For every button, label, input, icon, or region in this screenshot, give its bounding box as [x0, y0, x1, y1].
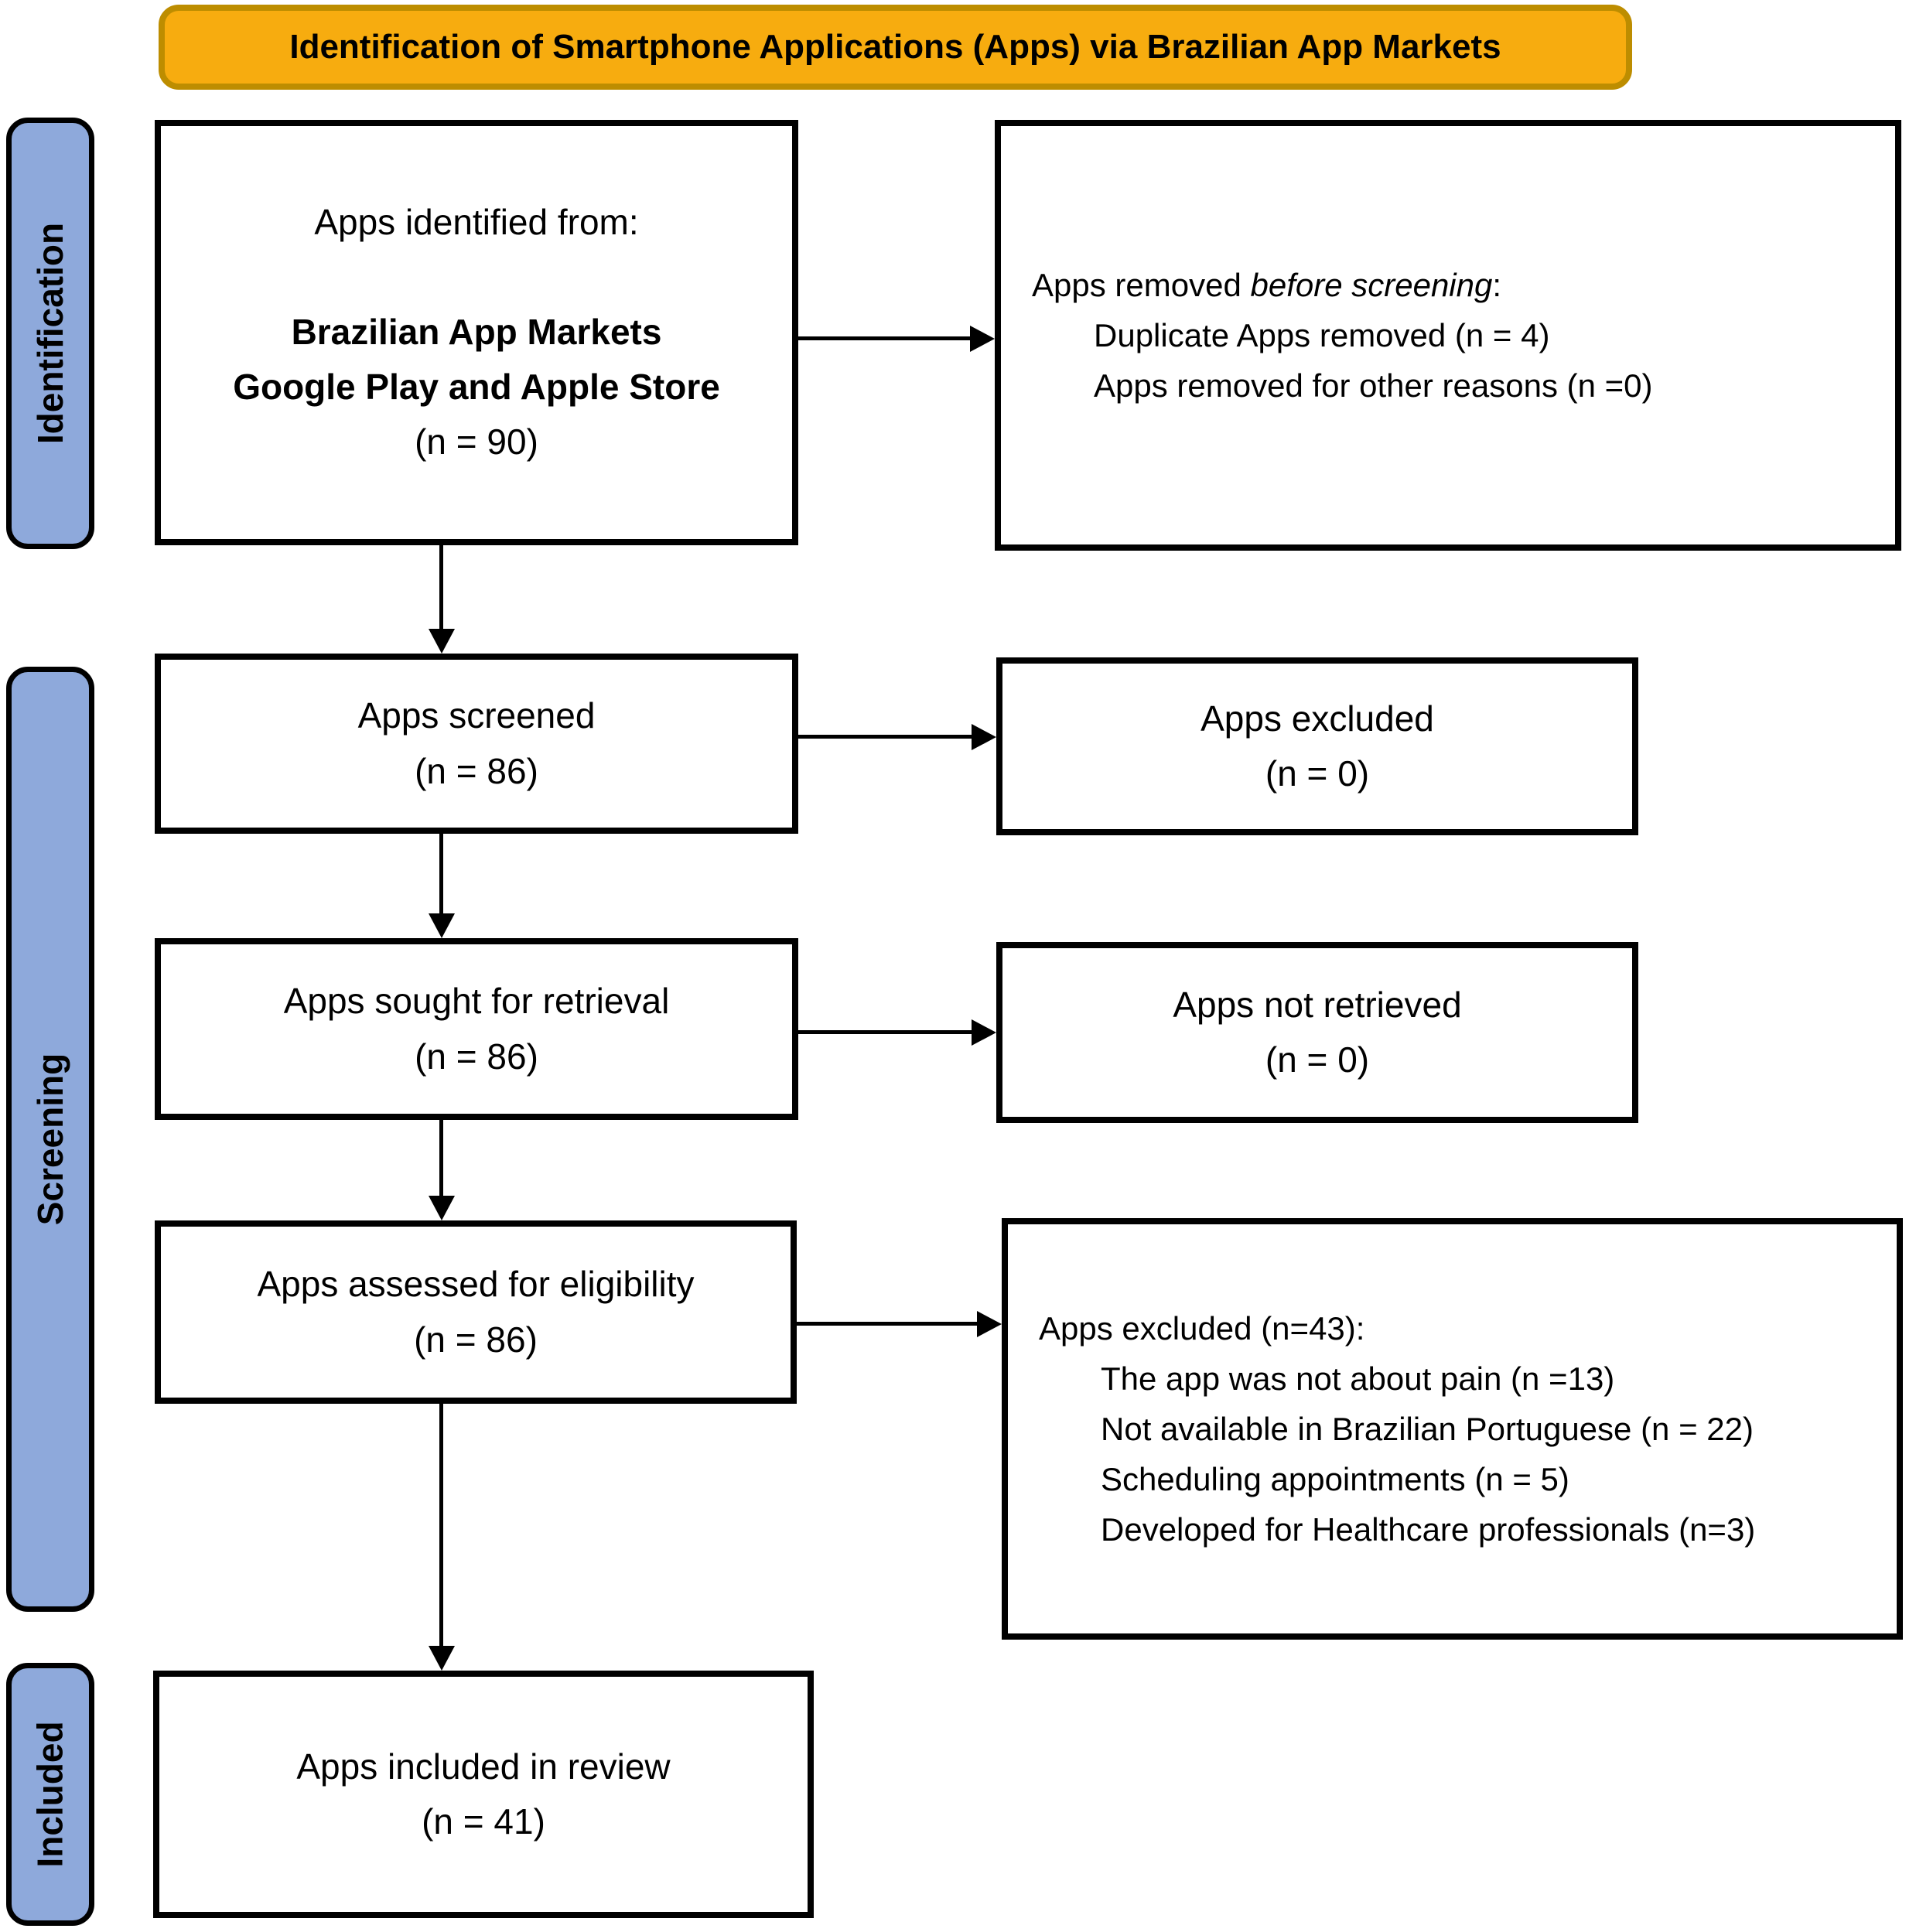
apps-removed-item-other: Apps removed for other reasons (n =0)	[1094, 367, 1653, 404]
arrow-identified-to-screened	[439, 545, 443, 629]
apps-removed-header-suffix: :	[1492, 266, 1502, 303]
stage-label-screening: Screening	[6, 667, 94, 1612]
apps-identified-intro: Apps identified from:	[314, 202, 639, 243]
apps-assessed-count: (n = 86)	[414, 1319, 538, 1360]
title-banner: Identification of Smartphone Application…	[159, 5, 1632, 90]
apps-assessed-label: Apps assessed for eligibility	[257, 1264, 695, 1305]
arrow-sought-to-not-retrieved	[798, 1030, 972, 1034]
apps-sought-count: (n = 86)	[415, 1036, 538, 1077]
apps-excluded-reason-scheduling: Scheduling appointments (n = 5)	[1101, 1461, 1569, 1498]
page-title: Identification of Smartphone Application…	[289, 28, 1501, 66]
stage-label-identification: Identification	[6, 118, 94, 549]
apps-not-retrieved-label: Apps not retrieved	[1173, 984, 1462, 1025]
apps-excluded-reason-professionals: Developed for Healthcare professionals (…	[1101, 1511, 1756, 1548]
apps-screened-label: Apps screened	[357, 695, 596, 736]
apps-screened-count: (n = 86)	[415, 750, 538, 791]
apps-identified-source-2: Google Play and Apple Store	[233, 367, 720, 407]
apps-removed-header-italic: before screening	[1250, 266, 1493, 303]
box-apps-screened: Apps screened (n = 86)	[155, 654, 798, 834]
apps-removed-header: Apps removed before screening:	[1032, 260, 1501, 310]
apps-identified-count: (n = 90)	[415, 422, 538, 463]
stage-label-included-text: Included	[30, 1721, 70, 1868]
apps-identified-source-1: Brazilian App Markets	[291, 311, 662, 352]
apps-excluded-reason-not-pain: The app was not about pain (n =13)	[1101, 1360, 1615, 1397]
apps-included-label: Apps included in review	[296, 1746, 671, 1787]
arrow-screened-to-excluded	[798, 735, 972, 739]
box-apps-assessed-for-eligibility: Apps assessed for eligibility (n = 86)	[155, 1220, 797, 1404]
arrow-identified-to-removed	[798, 336, 970, 340]
apps-sought-label: Apps sought for retrieval	[283, 981, 670, 1022]
box-apps-included-in-review: Apps included in review (n = 41)	[153, 1671, 814, 1918]
arrow-assessed-to-included	[439, 1404, 443, 1646]
arrow-assessed-to-excluded-eligibility	[797, 1322, 977, 1326]
apps-removed-item-duplicates: Duplicate Apps removed (n = 4)	[1094, 316, 1550, 353]
arrow-screened-to-sought	[439, 834, 443, 913]
box-apps-sought-for-retrieval: Apps sought for retrieval (n = 86)	[155, 938, 798, 1120]
box-apps-identified: Apps identified from: Brazilian App Mark…	[155, 120, 798, 545]
box-apps-not-retrieved: Apps not retrieved (n = 0)	[996, 942, 1638, 1123]
apps-excluded-reason-language: Not available in Brazilian Portuguese (n…	[1101, 1410, 1754, 1447]
apps-excluded-eligibility-header: Apps excluded (n=43):	[1039, 1309, 1365, 1347]
apps-removed-header-prefix: Apps removed	[1032, 266, 1251, 303]
box-apps-removed-before-screening: Apps removed before screening: Duplicate…	[995, 120, 1901, 551]
apps-included-count: (n = 41)	[422, 1801, 545, 1842]
apps-excluded-screening-label: Apps excluded	[1200, 698, 1434, 739]
stage-label-identification-text: Identification	[30, 222, 71, 445]
apps-excluded-screening-count: (n = 0)	[1265, 753, 1370, 794]
stage-label-included: Included	[6, 1663, 94, 1926]
box-apps-excluded-eligibility: Apps excluded (n=43): The app was not ab…	[1002, 1218, 1903, 1640]
box-apps-excluded-screening: Apps excluded (n = 0)	[996, 657, 1638, 835]
stage-label-screening-text: Screening	[30, 1053, 71, 1226]
arrow-sought-to-assessed	[439, 1120, 443, 1196]
apps-not-retrieved-count: (n = 0)	[1265, 1039, 1370, 1080]
